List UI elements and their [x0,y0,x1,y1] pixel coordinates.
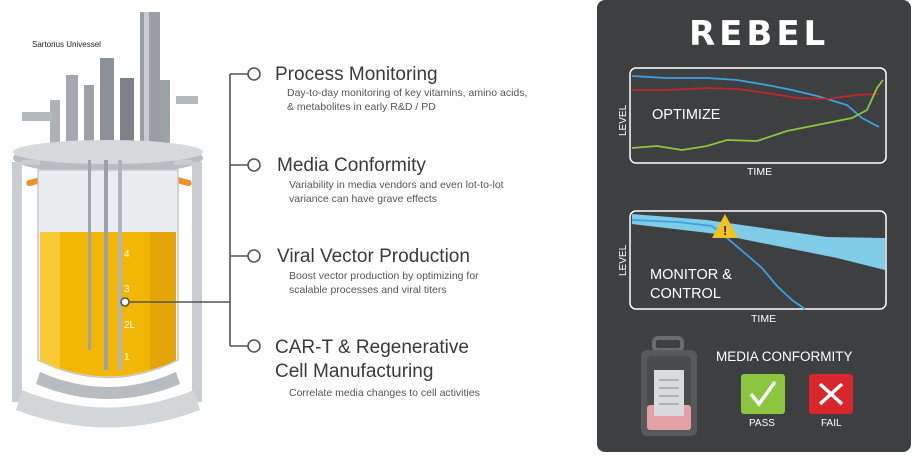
monitor-label-2: CONTROL [650,286,721,302]
scale-mark-1: 1 [124,352,130,363]
callout-bullet-3 [247,249,261,263]
vessel-scale: 4 3 2L 1 [124,249,136,363]
pass-check-icon [741,374,785,414]
callout-process-monitoring-title: Process Monitoring [275,64,438,85]
bioreactor-vessel [12,12,203,428]
monitor-chart-frame [629,210,887,310]
vessel-caption: Sartorius Univessel [32,40,101,49]
callout-car-t-title: CAR-T & Regenerative [275,337,469,358]
optimize-blue-line [631,75,880,128]
optimize-chart-frame [629,67,887,164]
scale-mark-4: 4 [124,249,130,260]
callout-media-conformity-line-2: variance can have grave effects [289,193,438,205]
optimize-x-label: TIME [747,166,773,178]
scale-mark-2l: 2L [124,320,136,331]
rebel-logo: REBEL [689,14,830,54]
callout-media-conformity-title: Media Conformity [277,155,426,176]
fail-label: FAIL [821,418,842,429]
connector-node [120,297,130,307]
warning-icon [712,214,738,238]
optimize-label: OPTIMIZE [652,107,721,123]
callout-process-monitoring-line-2: & metabolites in early R&D / PD [287,101,436,113]
monitor-blue-line [631,219,806,310]
callout-media-conformity-line-1: Variability in media vendors and even lo… [289,179,504,191]
monitor-y-label: LEVEL [618,244,629,276]
optimize-red-line [632,87,880,100]
callout-bullet-1 [247,67,261,81]
panel-graphics: ! [629,67,887,436]
callout-bullet-4 [247,339,261,353]
callout-viral-vector-title: Viral Vector Production [277,246,470,267]
callout-viral-vector-line-2: scalable processes and viral titers [289,284,447,296]
monitor-x-label: TIME [751,313,777,325]
callout-viral-vector-line-1: Boost vector production by optimizing fo… [289,270,479,282]
optimize-y-label: LEVEL [618,104,629,136]
pass-label: PASS [749,418,775,429]
scale-mark-3: 3 [124,284,130,295]
media-conformity-heading: MEDIA CONFORMITY [716,349,853,364]
monitor-band [632,214,885,270]
monitor-label-1: MONITOR & [650,267,732,283]
callout-process-monitoring-line-1: Day-to-day monitoring of key vitamins, a… [287,87,528,99]
callout-car-t-line-1: Correlate media changes to cell activiti… [289,387,480,399]
optimize-green-line [631,79,884,151]
callout-connector [128,73,248,347]
callout-car-t-title-2: Cell Manufacturing [275,361,434,382]
warning-mark: ! [723,223,727,238]
media-jar-icon [641,336,697,436]
rebel-panel: REBEL ! LEVEL OPTIMIZE TIM [597,0,911,452]
callout-bullet-2 [247,158,261,172]
